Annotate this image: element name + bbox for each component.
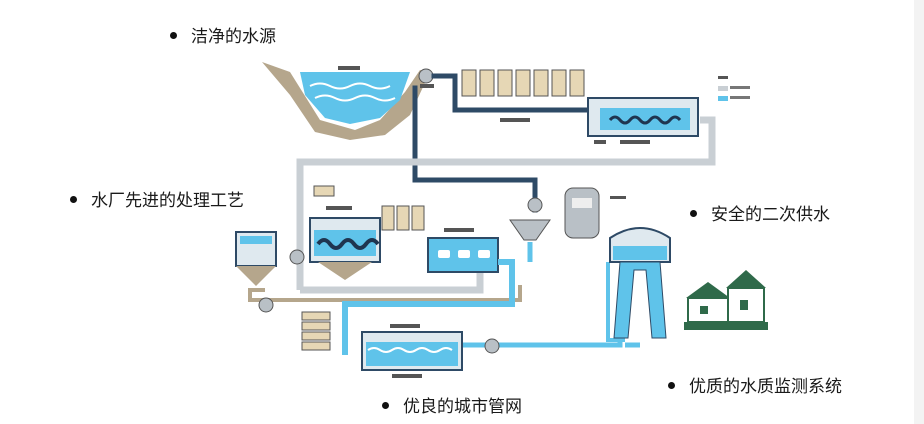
middle-dosing-tanks [313, 185, 425, 231]
label-secondary-supply-text: 安全的二次供水 [711, 205, 830, 225]
source-pipes [412, 73, 593, 213]
reservoir [262, 62, 430, 140]
clarifier [235, 231, 277, 286]
bullet-dot [690, 209, 697, 217]
houses [684, 270, 768, 330]
label-water-source-text: 洁净的水源 [191, 27, 276, 47]
label-city-network-text: 优良的城市管网 [403, 397, 522, 417]
chlorine-tank [564, 187, 626, 239]
dosing-tanks-row [461, 69, 585, 122]
clarifier-pump [289, 249, 305, 265]
cone-hopper [509, 197, 551, 241]
bullet-dot [668, 381, 675, 389]
flocculation-tank [309, 206, 381, 280]
label-treatment-process-text: 水厂先进的处理工艺 [91, 191, 244, 211]
right-edge-band [914, 0, 924, 424]
label-treatment-process: 水厂先进的处理工艺 [70, 186, 244, 211]
water-tower [609, 227, 671, 339]
label-city-network: 优良的城市管网 [382, 392, 522, 417]
bullet-dot [382, 401, 389, 409]
legend [718, 76, 750, 101]
label-quality-system: 优质的水质监测系统 [668, 372, 842, 397]
clear-water-reservoir [361, 324, 463, 378]
label-quality-system-text: 优质的水质监测系统 [689, 377, 842, 397]
pretreatment-basin [587, 97, 699, 144]
label-water-source: 洁净的水源 [170, 22, 276, 47]
bullet-dot [170, 31, 177, 39]
small-pumps [258, 297, 500, 354]
filter-basin [427, 228, 499, 273]
label-secondary-supply: 安全的二次供水 [690, 200, 830, 225]
bullet-dot [70, 195, 77, 203]
chemical-stack [301, 311, 331, 351]
